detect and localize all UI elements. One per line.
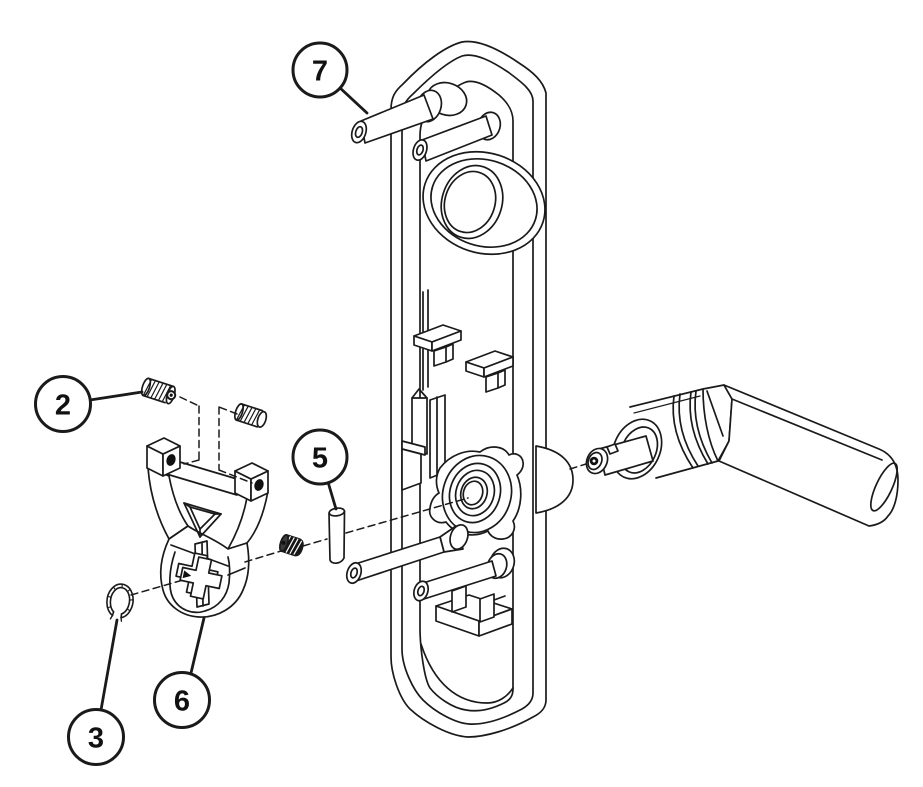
callout-6-leader — [189, 616, 206, 675]
callout-5: 5 — [291, 428, 349, 511]
callout-5-label: 5 — [312, 443, 328, 475]
lever-arm — [718, 384, 899, 527]
hub-groove — [694, 390, 713, 464]
mounting-post-lower-1 — [345, 523, 469, 585]
lever-spindle — [585, 435, 654, 476]
callout-5-leader — [326, 480, 338, 511]
fork-boss-right — [234, 462, 269, 502]
callout-2: 2 — [34, 375, 144, 433]
callout-7: 7 — [291, 41, 369, 115]
escutcheon-plate — [345, 40, 574, 738]
snap-clip-lower — [465, 350, 514, 393]
callout-3-circle — [67, 708, 125, 766]
mounting-post-lower-2 — [412, 547, 516, 602]
guide-channel — [401, 388, 446, 491]
snap-clip-upper — [413, 324, 462, 367]
callouts: 2 3 5 6 7 — [34, 41, 369, 766]
spindle-hub-boss — [428, 446, 525, 540]
assembly-centerlines — [130, 396, 587, 596]
lever-tip-rim — [869, 462, 899, 512]
lever-arm-edge — [731, 398, 883, 461]
fork-triangle-cutout — [183, 502, 222, 538]
plate-floor-arc — [420, 643, 514, 704]
callout-2-circle — [34, 375, 92, 433]
mounting-post-upper-1 — [350, 81, 468, 144]
hub-groove — [689, 391, 709, 465]
cylinder-boss — [422, 150, 546, 256]
callout-3-leader — [99, 618, 119, 712]
screw-guide-dashes-right — [218, 406, 253, 484]
mounting-post-upper-2 — [412, 111, 502, 162]
callout-6: 6 — [153, 616, 211, 729]
callout-3: 3 — [67, 618, 125, 766]
retaining-ring — [106, 583, 134, 622]
lever-axis-dash — [569, 463, 587, 470]
set-screw-top-left — [140, 377, 177, 405]
set-screw-top-right — [233, 402, 268, 428]
fork-facet-line — [227, 567, 246, 576]
lever-handle — [585, 384, 899, 527]
callout-2-label: 2 — [55, 390, 71, 422]
callout-6-label: 6 — [174, 686, 190, 718]
dome-boss — [535, 445, 574, 514]
callout-7-leader — [337, 85, 369, 115]
callout-5-circle — [291, 428, 349, 486]
callout-7-label: 7 — [312, 56, 328, 88]
bottom-clip — [435, 585, 513, 637]
callout-2-leader — [88, 390, 144, 402]
fork-boss-left-hole — [166, 454, 176, 466]
fork-cross-hub — [179, 556, 223, 600]
hub-groove — [678, 393, 699, 467]
roll-pin — [328, 507, 346, 564]
set-screw-middle — [278, 533, 304, 557]
spindle-fork — [146, 437, 269, 618]
callout-7-circle — [291, 41, 349, 99]
fork-boss-left — [146, 437, 181, 477]
hub-groove — [672, 395, 694, 469]
fork-boss-right-hole — [254, 479, 264, 491]
screw-guide-dashes-left — [179, 396, 200, 465]
callout-6-circle — [153, 671, 211, 729]
callout-3-label: 3 — [88, 723, 104, 755]
